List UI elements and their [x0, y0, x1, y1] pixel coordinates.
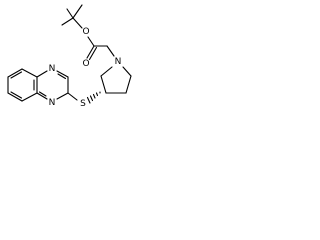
bond-sulfur-to-quinoxaline [67, 92, 78, 101]
hash-line-4 [89, 95, 94, 102]
tert-butyl-group [61, 4, 83, 29]
boc-ester-oxygen-label: O [82, 27, 89, 37]
pyrrolidine-ring: N [100, 45, 132, 94]
bond-c2-n1-inner [57, 73, 67, 80]
bond-tbu-methyl-1 [66, 8, 74, 19]
bond-ring-c4-c5 [125, 75, 132, 94]
quinoxaline-n4-label: N [49, 98, 56, 108]
bond-ester-oxygen-to-carbonyl [87, 36, 95, 47]
hash-line-3 [92, 93, 96, 99]
boc-carbamate-group: O O [82, 27, 108, 69]
bond-c8-c7-inner [10, 71, 23, 79]
bond-tbu-methyl-2 [72, 4, 83, 19]
quinoxaline-ring-system: N N [7, 64, 69, 108]
bond-c2-n1 [56, 70, 69, 78]
bond-nitrogen-to-carbonyl-side [106, 45, 115, 57]
bond-c6-c5-inner [10, 91, 23, 99]
hash-line-5 [86, 96, 91, 104]
quinoxaline-n1-label: N [49, 64, 56, 74]
bond-c3-n4 [56, 92, 69, 100]
bond-tbu-to-oxygen [72, 17, 83, 29]
chemical-structure: O O N S N N [7, 4, 132, 109]
hash-line-2 [95, 92, 99, 97]
bond-tbu-methyl-3 [61, 17, 74, 26]
bond-c6-c5 [7, 92, 23, 102]
boc-carbonyl-oxygen-label: O [82, 59, 89, 69]
bond-carbonyl-double-a [86, 45, 95, 59]
bond-n1-c8a [36, 70, 48, 78]
bond-carbonyl-double-b [88, 46, 98, 61]
bond-c8-c7 [7, 68, 23, 78]
pyrrolidine-nitrogen-label: N [115, 57, 122, 67]
bond-n4-c4a-inner [38, 91, 47, 97]
bond-ring-n-c2 [100, 66, 113, 77]
thioether-sulfur-label: S [80, 99, 86, 109]
bond-c8a-c8 [21, 68, 38, 78]
bond-c5-c4a [21, 92, 38, 102]
bond-ring-c5-n [122, 66, 132, 77]
bond-n4-c4a [36, 92, 48, 100]
stereo-hashed-wedge-bond [86, 91, 101, 104]
bond-ring-c2-c3 [100, 75, 107, 94]
